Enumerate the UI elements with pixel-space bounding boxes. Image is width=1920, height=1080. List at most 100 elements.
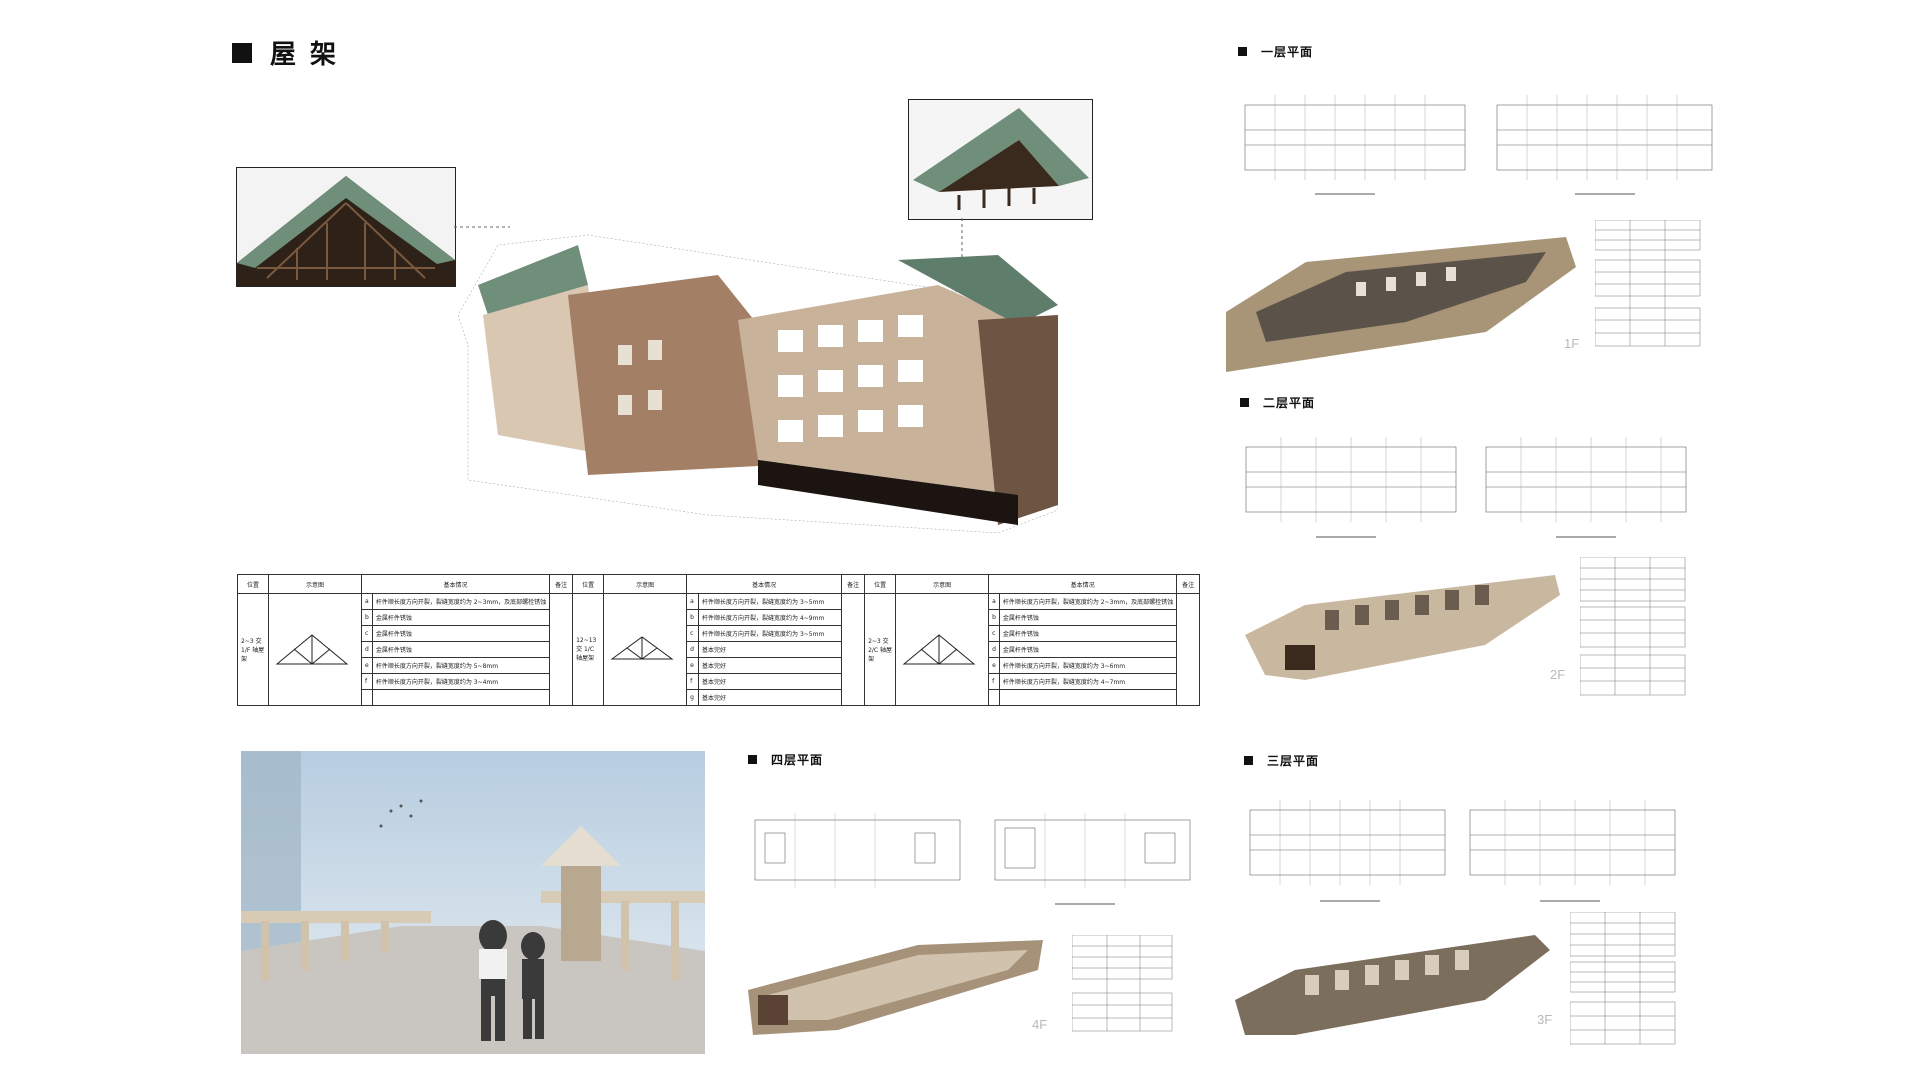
mark-cell: d: [988, 641, 1000, 658]
floor1-tag: 1F: [1564, 336, 1580, 351]
floor4-tag: 4F: [1032, 1017, 1048, 1032]
floor4-point-cloud: [748, 935, 1048, 1035]
section-title-floor2: 二层平面: [1240, 394, 1315, 411]
roof-eave-image: [909, 100, 1092, 219]
building-point-cloud: [457, 225, 1059, 535]
condition-cell: 金属杆件锈蚀: [371, 641, 551, 658]
header-cell: 基本情况: [988, 574, 1178, 594]
title-square-icon: [748, 755, 757, 764]
condition-cell: 金属杆件锈蚀: [998, 609, 1178, 626]
rooftop-rendering-photo: [241, 751, 705, 1054]
floor2-tag: 2F: [1550, 667, 1566, 682]
mark-cell: d: [361, 641, 373, 658]
condition-cell: 杆件顺长度方向开裂，裂缝宽度约为 3~4mm: [371, 673, 551, 690]
truss-inspection-table: 位置 示意图 基本情况 备注 位置 示意图 基本情况 备注 位置 示意图 基本情…: [237, 574, 1201, 706]
floor3-scan-image: [1235, 935, 1550, 1035]
position-cell: 12~13 交 1/C 轴屋架: [572, 593, 605, 706]
condition-cell: 杆件顺长度方向开裂，裂缝宽度约为 4~9mm: [698, 609, 843, 626]
floor3-plan-drawings: [1240, 795, 1680, 910]
floor4-cad-plan-image: [754, 813, 1191, 905]
condition-cell: [371, 689, 551, 706]
floor2-point-cloud: [1245, 565, 1565, 685]
section-title-floor3: 三层平面: [1244, 752, 1319, 769]
condition-cell: 金属杆件锈蚀: [371, 609, 551, 626]
floor3-point-cloud: [1235, 925, 1555, 1040]
header-cell: 示意图: [603, 574, 688, 594]
position-cell: 2~3 交 1/F 轴屋架: [237, 593, 269, 706]
page-title: 屋架: [232, 34, 350, 71]
mark-cell: b: [361, 609, 373, 626]
roof-interior-image: [237, 168, 455, 286]
mark-cell: a: [361, 593, 373, 610]
floor4-scan-image: [748, 940, 1043, 1035]
floor4-data-tables: [1071, 934, 1177, 1035]
truss-diagram-cell: [603, 593, 688, 706]
mark-cell: e: [361, 657, 373, 674]
header-cell: 示意图: [895, 574, 990, 594]
section-title-floor4: 四层平面: [748, 751, 823, 768]
table-row: 2~3 交 1/F 轴屋架 a 杆件顺长度方向开裂，裂缝宽度约为 2~3mm，及…: [237, 593, 1201, 706]
header-cell: 基本情况: [686, 574, 843, 594]
condition-cell: [998, 689, 1178, 706]
rooftop-scene-image: [241, 751, 705, 1054]
header-cell: 备注: [549, 574, 574, 594]
mark-cell: c: [361, 625, 373, 642]
section-title-text: 二层平面: [1263, 396, 1316, 410]
section-title-text: 一层平面: [1261, 45, 1314, 59]
title-square-icon: [1238, 47, 1247, 56]
mark-cell: b: [988, 609, 1000, 626]
condition-cell: 杆件顺长度方向开裂，裂缝宽度约为 5~8mm: [371, 657, 551, 674]
mark-cell: [988, 689, 1000, 706]
section-title-text: 三层平面: [1267, 754, 1320, 768]
mark-cell: f: [988, 673, 1000, 690]
floor1-cad-plan-image: [1244, 95, 1713, 195]
header-cell: 备注: [841, 574, 866, 594]
header-cell: 位置: [237, 574, 269, 594]
floor1-data-tables: [1594, 219, 1705, 350]
mark-cell: f: [686, 673, 700, 690]
position-cell: 2~3 交 2/C 轴屋架: [864, 593, 897, 706]
roof-detail-photo-right: [908, 99, 1093, 220]
mark-cell: e: [686, 657, 700, 674]
mark-cell: [361, 689, 373, 706]
truss-diagram-icon: [275, 633, 349, 664]
floor1-point-cloud: [1226, 222, 1576, 372]
floor3-table-image: [1569, 911, 1676, 1045]
header-cell: 备注: [1176, 574, 1201, 594]
condition-cell: 基本完好: [698, 673, 843, 690]
floor2-cad-plan-image: [1245, 437, 1687, 538]
condition-cell: 金属杆件锈蚀: [998, 641, 1178, 658]
condition-cell: 基本完好: [698, 657, 843, 674]
title-square-icon: [1240, 398, 1249, 407]
condition-cell: 金属杆件锈蚀: [998, 625, 1178, 642]
floor1-scan-image: [1226, 237, 1576, 372]
remark-cell: [841, 593, 866, 706]
mark-cell: g: [686, 689, 700, 706]
page-title-text: 屋架: [270, 40, 351, 70]
floor4-plan-drawings: [745, 808, 1195, 913]
truss-diagram-cell: [895, 593, 990, 706]
floor2-scan-image: [1245, 575, 1560, 680]
condition-cell: 杆件顺长度方向开裂，裂缝宽度约为 2~3mm，及底部螺栓锈蚀: [371, 593, 551, 610]
floor3-cad-plan-image: [1249, 800, 1676, 902]
table-header-row: 位置 示意图 基本情况 备注 位置 示意图 基本情况 备注 位置 示意图 基本情…: [237, 574, 1201, 594]
title-square-icon: [1244, 756, 1253, 765]
condition-cell: 基本完好: [698, 641, 843, 658]
title-square-icon: [232, 42, 252, 63]
floor1-plan-drawings: [1235, 85, 1720, 200]
building-section-image: [457, 234, 1059, 534]
floor3-data-tables: [1569, 911, 1680, 1047]
header-cell: 示意图: [268, 574, 362, 594]
section-title-floor1: 一层平面: [1238, 43, 1313, 60]
mark-cell: a: [988, 593, 1000, 610]
mark-cell: c: [988, 625, 1000, 642]
condition-cell: 杆件顺长度方向开裂，裂缝宽度约为 3~6mm: [998, 657, 1178, 674]
truss-diagram-cell: [268, 593, 362, 706]
header-cell: 基本情况: [360, 574, 551, 594]
floor2-table-image: [1579, 556, 1686, 696]
condition-cell: 杆件顺长度方向开裂，裂缝宽度约为 2~3mm，及底部螺栓锈蚀: [998, 593, 1178, 610]
